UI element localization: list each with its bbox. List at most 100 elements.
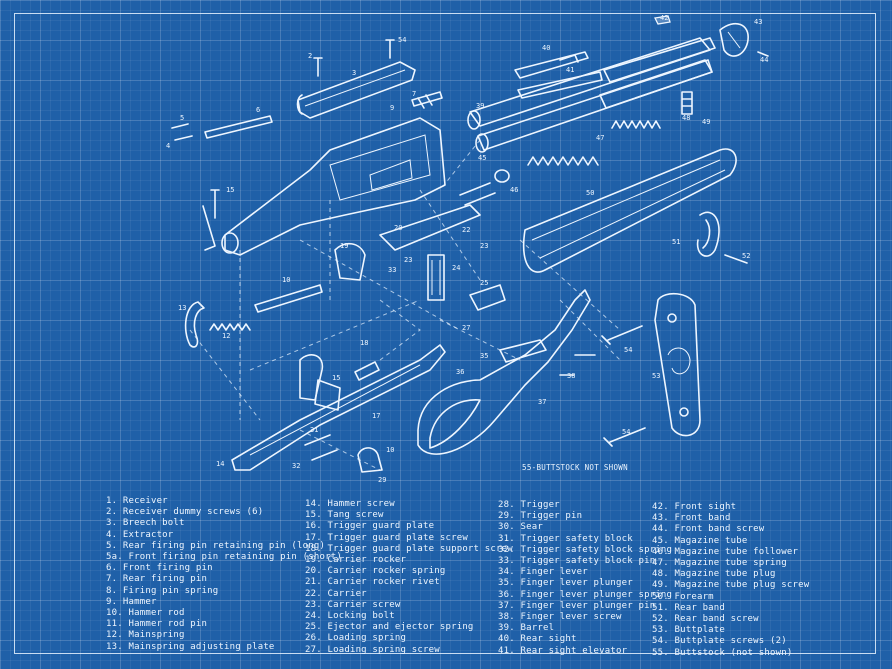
legend-item: 4. Extractor [106, 529, 174, 540]
legend-item: 47. Magazine tube spring [652, 558, 787, 569]
callout: 15 [332, 374, 340, 382]
parts-legend-column-2: 14. Hammer screw 15. Tang screw 16. Trig… [305, 499, 513, 656]
magazine-spring [527, 120, 661, 166]
legend-item: 8. Firing pin spring [106, 585, 219, 596]
callout: 22 [462, 226, 470, 234]
legend-item: 30. Sear [498, 522, 543, 533]
callout: 15 [226, 186, 234, 194]
callout: 40 [542, 44, 550, 52]
legend-item: 11. Hammer rod pin [106, 619, 208, 630]
callout: 23 [480, 242, 488, 250]
callout: 29 [378, 476, 386, 484]
legend-item: 15. Tang screw [305, 510, 384, 521]
callout: 39 [476, 102, 484, 110]
legend-item: 24. Locking bolt [305, 611, 395, 622]
callout: 24 [452, 264, 460, 272]
legend-item: 31. Trigger safety block [498, 533, 633, 544]
buttstock-note: 55-BUTTSTOCK NOT SHOWN [522, 463, 628, 472]
callout: 44 [760, 56, 768, 64]
magazine-tube [599, 37, 716, 109]
callout: 41 [566, 66, 574, 74]
legend-item: 10. Hammer rod [106, 608, 185, 619]
callout: 20 [394, 224, 402, 232]
callout: 36 [456, 368, 464, 376]
callout: 38 [567, 372, 575, 380]
callout: 32 [292, 462, 300, 470]
legend-item: 34. Finger lever [498, 567, 588, 578]
legend-item: 23. Carrier screw [305, 599, 401, 610]
callout: 46 [510, 186, 518, 194]
rear-sight [514, 51, 603, 99]
legend-item: 48. Magazine tube plug [652, 569, 776, 580]
firing-pins [171, 91, 443, 141]
blueprint-frame [14, 13, 876, 654]
callout: 2 [308, 52, 312, 60]
trigger [304, 434, 383, 473]
callout: 43 [754, 18, 762, 26]
callout: 51 [672, 238, 680, 246]
callout: 19 [340, 242, 348, 250]
callout: 5 [180, 114, 184, 122]
callout: 33 [388, 266, 396, 274]
callout: 47 [596, 134, 604, 142]
parts-legend-column-4: 42. Front sight 43. Front band 44. Front… [652, 502, 809, 659]
legend-item: 21. Carrier rocker rivet [305, 577, 440, 588]
legend-item: 20. Carrier rocker spring [305, 566, 446, 577]
legend-item: 28. Trigger [498, 500, 560, 510]
legend-item: 50. Forearm [652, 591, 714, 602]
parts-legend-column-3: 28. Trigger 29. Trigger pin 30. Sear 31.… [498, 500, 672, 657]
callout: 50 [586, 189, 594, 197]
legend-item: 5. Rear firing pin retaining pin (long) [106, 540, 326, 551]
mainspring [184, 301, 251, 348]
callout: 54 [622, 428, 630, 436]
callout: 18 [360, 339, 368, 347]
legend-item: 32. Trigger safety block spring [498, 544, 673, 555]
buttplate [654, 292, 701, 437]
assembly-guide-lines [189, 139, 621, 471]
breech-bolt [296, 61, 416, 119]
legend-item: 45. Magazine tube [652, 535, 748, 546]
callout: 10 [282, 276, 290, 284]
callout: 25 [480, 279, 488, 287]
legend-item: 39. Barrel [498, 623, 555, 634]
legend-item: 44. Front band screw [652, 524, 765, 535]
receiver [221, 117, 446, 256]
callout: 9 [390, 104, 394, 112]
legend-item: 22. Carrier [305, 588, 367, 599]
callout: 35 [480, 352, 488, 360]
front-sight [654, 15, 749, 57]
legend-item: 3. Breech bolt [106, 518, 185, 529]
legend-item: 12. Mainspring [106, 630, 185, 641]
legend-item: 17. Trigger guard plate screw [305, 532, 468, 543]
legend-item: 41. Rear sight elevator [498, 645, 628, 656]
legend-item: 43. Front band [652, 513, 731, 524]
magazine-follower [494, 91, 693, 183]
legend-item: 53. Buttplate [652, 625, 726, 636]
legend-item: 54. Buttplate screws (2) [652, 636, 787, 647]
callout: 13 [178, 304, 186, 312]
legend-item: 26. Loading spring [305, 633, 407, 644]
legend-item: 52. Rear band screw [652, 614, 759, 625]
callout: 48 [682, 114, 690, 122]
callout: 3 [352, 69, 356, 77]
legend-item: 46. Magazine tube follower [652, 546, 799, 557]
legend-item: 42. Front sight [652, 502, 737, 512]
legend-item: 16. Trigger guard plate [305, 521, 435, 532]
legend-item: 6. Front firing pin [106, 563, 213, 574]
locking-bolt [379, 204, 506, 311]
callout: 7 [412, 90, 416, 98]
legend-item: 1. Receiver [106, 496, 168, 506]
callout: 14 [216, 460, 224, 468]
legend-item: 2. Receiver dummy screws (6) [106, 507, 264, 518]
callout: 54 [398, 36, 406, 44]
legend-item: 29. Trigger pin [498, 511, 583, 522]
callout: 37 [538, 398, 546, 406]
legend-item: 25. Ejector and ejector spring [305, 622, 474, 633]
callout: 45 [478, 154, 486, 162]
callout-labels: 54 3 2 6 5 4 7 9 15 10 12 13 14 15 18 17… [166, 14, 768, 484]
callout: 6 [256, 106, 260, 114]
callout: 4 [166, 142, 170, 150]
finger-lever [417, 289, 591, 455]
rear-band [696, 211, 720, 257]
